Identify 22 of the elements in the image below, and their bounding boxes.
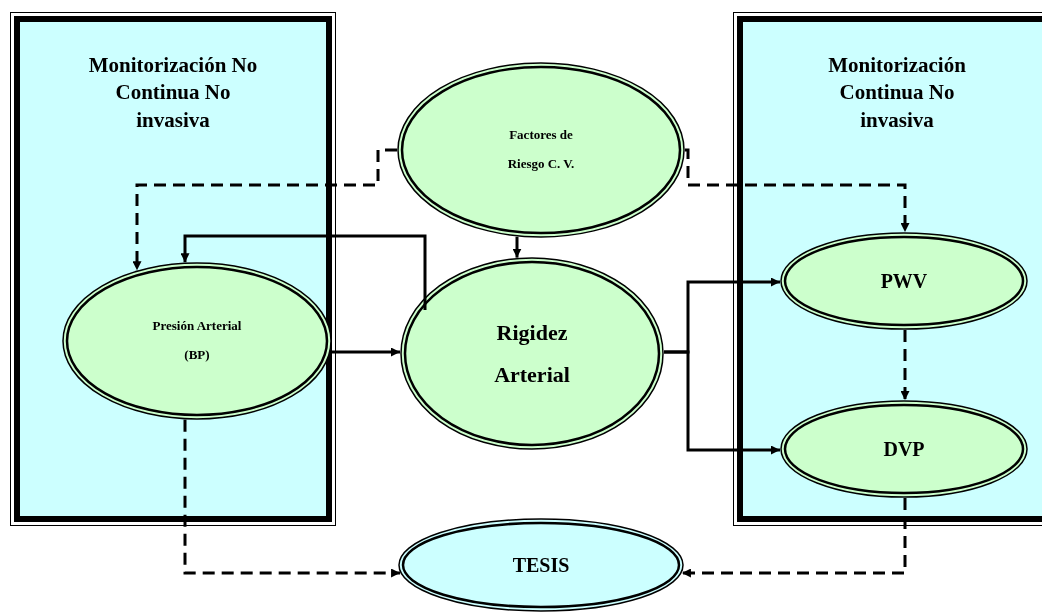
arrow — [512, 236, 522, 258]
arrow — [180, 234, 427, 310]
node-label: Factores de Riesgo C. V. — [506, 126, 576, 173]
dashed-arrow — [183, 419, 401, 578]
dashed-arrow — [132, 148, 397, 271]
panel-heading: Monitorización No Continua No invasiva — [87, 52, 259, 134]
node-label: TESIS — [511, 553, 571, 578]
blood-pressure-ellipse — [62, 262, 332, 420]
thesis-ellipse — [398, 518, 684, 612]
arterial-stiffness-ellipse — [400, 257, 664, 450]
dvp-ellipse — [780, 400, 1028, 498]
node-label: Rigidez Arterial — [493, 318, 571, 389]
dashed-arrow — [684, 148, 910, 232]
node-label: Presión Arterial (BP) — [151, 317, 243, 364]
dashed-arrow — [900, 330, 910, 400]
risk-factors-ellipse — [397, 62, 685, 238]
node-label: DVP — [882, 437, 926, 462]
pwv-ellipse — [780, 232, 1028, 330]
dashed-arrow — [681, 498, 907, 578]
node-label: PWV — [879, 269, 929, 294]
panel-heading: Monitorización Continua No invasiva — [827, 52, 967, 134]
arrow — [664, 350, 781, 455]
